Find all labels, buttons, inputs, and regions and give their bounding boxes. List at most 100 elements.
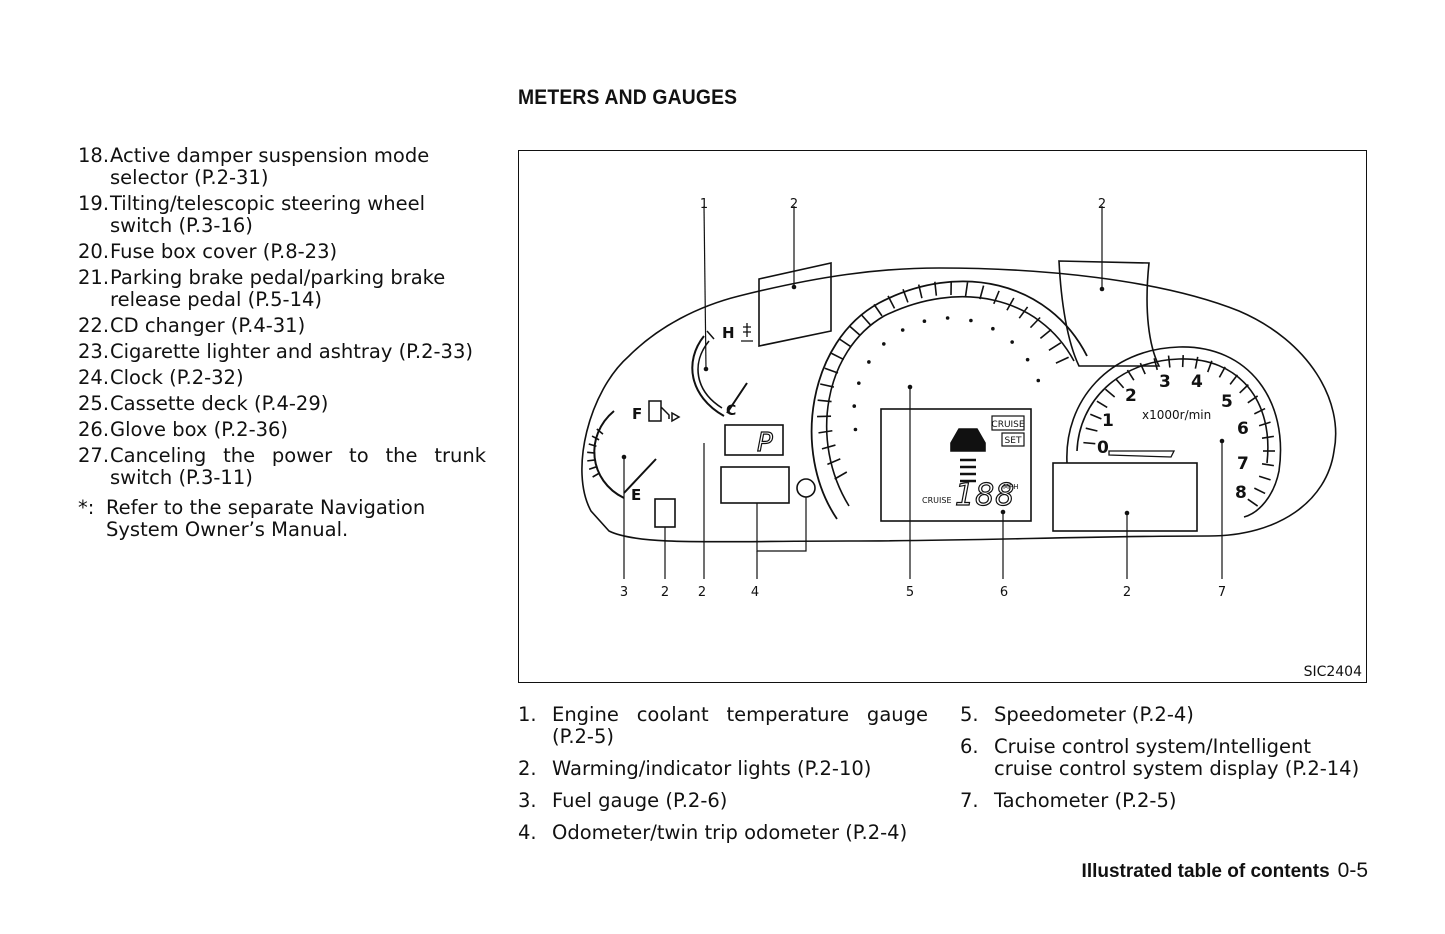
speedometer-tick	[849, 325, 861, 336]
item-text-line: Canceling the power to the trunk	[110, 444, 486, 467]
speedometer-dot	[867, 360, 871, 364]
speedometer-dot	[969, 318, 973, 323]
item-text: CD changer (P.4-31)	[110, 314, 306, 337]
speedometer-dot	[991, 326, 995, 331]
tachometer-tick	[1253, 407, 1266, 415]
speedometer-tick	[1018, 306, 1029, 319]
left-item-list: 18.Active damper suspension mode selecto…	[78, 145, 486, 541]
item-text: Clock (P.2-32)	[110, 366, 244, 389]
list-item: 25.Cassette deck (P.4-29)	[78, 393, 486, 415]
speedometer-tick	[887, 295, 896, 309]
speedometer-dot	[945, 316, 950, 320]
speedometer-tick	[917, 284, 923, 299]
tachometer-tick	[1247, 498, 1259, 507]
legend-number: 5.	[960, 703, 979, 726]
item-text: Cigarette lighter and ashtray (P.2-33)	[110, 340, 473, 363]
fuel-gauge-tick	[591, 435, 600, 441]
coolant-icon	[741, 323, 753, 342]
speedometer-bezel	[810, 280, 1088, 520]
fuel-needle	[623, 458, 657, 494]
speedometer-tick	[1006, 297, 1015, 311]
speedometer-tick	[824, 367, 839, 374]
tach-number: 1	[1102, 411, 1114, 431]
temperature-c-label: C	[726, 403, 736, 419]
tach-number: 3	[1159, 372, 1171, 392]
legend-text: Tachometer (P.2-5)	[994, 789, 1177, 812]
speedometer-tick	[902, 288, 909, 303]
tachometer-tick	[1253, 487, 1266, 495]
warning-light-box	[654, 498, 676, 528]
speedometer-inner-arc	[825, 296, 1075, 507]
legend-left: 1. Engine coolant temperature gauge(P.2-…	[518, 704, 928, 854]
speedometer-ticks	[817, 281, 1069, 480]
footer-title: Illustrated table of contents	[1081, 861, 1330, 882]
cruise-indicator-box	[991, 415, 1025, 431]
tachometer-tick	[1167, 355, 1171, 368]
info-display	[1052, 462, 1198, 532]
list-item: 26.Glove box (P.2-36)	[78, 419, 486, 441]
item-number: 25.	[78, 392, 110, 415]
speedometer-tick	[1029, 316, 1041, 329]
leader-dots	[621, 284, 1225, 516]
legend-number: 1.	[518, 703, 537, 726]
tachometer-tick	[1258, 421, 1271, 427]
section-title: METERS AND GAUGES	[518, 86, 738, 109]
fuel-gauge-tick	[588, 443, 597, 448]
gear-indicator-text: P	[757, 428, 773, 458]
page-footer: Illustrated table of contents 0-5	[1060, 859, 1368, 883]
warning-panel-right	[1058, 260, 1161, 367]
temperature-gauge-arc	[691, 335, 725, 417]
legend-text: Odometer/twin trip odometer (P.2-4)	[552, 821, 908, 844]
tachometer-tick	[1085, 427, 1098, 432]
speedometer-tick	[839, 338, 852, 348]
legend-number: 2.	[518, 757, 537, 780]
tachometer-bezel	[1066, 346, 1282, 518]
tachometer-tick	[1261, 462, 1275, 467]
instrument-cluster-illustration: CRUISE SET CRUISE 188 MPH H C F E P	[581, 197, 1337, 600]
legend-number: 6.	[960, 735, 979, 758]
item-number: 22.	[78, 314, 110, 337]
tachometer-tick	[1229, 374, 1239, 385]
temperature-needle	[726, 382, 748, 414]
list-item: 24.Clock (P.2-32)	[78, 367, 486, 389]
warning-panel-left	[758, 262, 832, 347]
speedometer-tick	[827, 458, 841, 466]
temperature-gauge-arc-inner	[697, 340, 723, 409]
speedometer-tick	[873, 303, 883, 317]
legend-text-line: Engine coolant temperature gauge	[552, 703, 928, 726]
legend-right: 5.Speedometer (P.2-4) 6.Cruise control s…	[960, 704, 1370, 822]
item-text: Active damper suspension mode selector (…	[110, 144, 430, 189]
item-text-line: switch (P.3-11)	[110, 466, 253, 489]
odometer-reset-button	[796, 478, 816, 498]
page-number: 0-5	[1337, 859, 1368, 882]
tachometer-tick	[1139, 362, 1146, 375]
tach-number: 6	[1237, 419, 1249, 439]
tach-number: 8	[1235, 483, 1247, 503]
speedometer-tick	[860, 313, 872, 326]
item-text: Parking brake pedal/parking brake releas…	[110, 266, 446, 311]
cruise-small-label: CRUISE	[922, 496, 952, 505]
list-item: 21.Parking brake pedal/parking brake rel…	[78, 267, 486, 311]
tachometer-tick	[1083, 441, 1096, 445]
legend-text: Fuel gauge (P.2-6)	[552, 789, 728, 812]
car-icon	[950, 428, 986, 452]
legend-item: 2.Warming/indicator lights (P.2-10)	[518, 758, 928, 780]
speed-digits: 188	[955, 478, 1015, 513]
legend-text-line: (P.2-5)	[552, 725, 614, 748]
tachometer-inner-arc	[1076, 358, 1269, 464]
speedometer-dot	[1010, 340, 1014, 344]
speedometer-dots	[852, 316, 1041, 432]
tachometer-tick	[1258, 475, 1271, 481]
tachometer-tick	[1206, 360, 1213, 373]
instrument-cluster-figure: CRUISE SET CRUISE 188 MPH H C F E P	[518, 150, 1367, 683]
list-item: 23.Cigarette lighter and ashtray (P.2-33…	[78, 341, 486, 363]
speedometer-dot	[922, 319, 927, 324]
cluster-outline	[581, 267, 1337, 543]
tachometer-tick	[1115, 378, 1125, 389]
legend-item: 7.Tachometer (P.2-5)	[960, 790, 1370, 812]
legend-text: Engine coolant temperature gauge(P.2-5)	[552, 704, 928, 748]
legend-item: 1. Engine coolant temperature gauge(P.2-…	[518, 704, 928, 748]
tachometer-tick	[1247, 395, 1259, 404]
item-text: Glove box (P.2-36)	[110, 418, 289, 441]
